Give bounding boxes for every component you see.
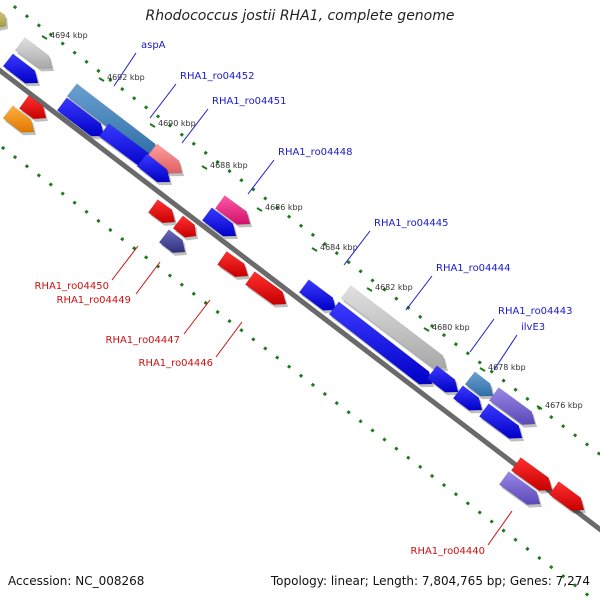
genome-summary-text: Topology: linear; Length: 7,804,765 bp; … — [270, 574, 590, 588]
track-inner-reverse — [0, 143, 597, 600]
label-leader-line — [215, 321, 243, 358]
gene-label-forward[interactable]: RHA1_ro04452 — [180, 71, 255, 82]
gene-ro04449-arrow[interactable] — [158, 229, 186, 254]
genome-backbone — [0, 67, 600, 533]
gene-ro04446-arrow[interactable] — [244, 271, 287, 305]
gene-ro04440-red1-arrow[interactable] — [510, 457, 553, 491]
gene-label-forward[interactable]: RHA1_ro04444 — [436, 263, 511, 274]
gene-blue-r3-arrow[interactable] — [478, 403, 523, 439]
gene-blue-mid-arrow[interactable] — [201, 207, 237, 237]
genome-title: Rhodococcus jostii RHA1, complete genome — [145, 8, 455, 24]
gene-label-forward[interactable]: aspA — [141, 40, 166, 51]
ruler-tick-label: 4678 kbp — [488, 363, 526, 372]
ruler-tick-label: 4686 kbp — [265, 203, 303, 212]
gene-label-reverse[interactable]: RHA1_ro04446 — [139, 358, 214, 369]
gene-ro04448-arrow[interactable] — [214, 195, 251, 225]
ruler-tick — [311, 247, 318, 252]
gene-ro04440-red2-arrow[interactable] — [548, 481, 585, 511]
label-leader-line — [469, 318, 495, 353]
gene-label-reverse[interactable]: RHA1_ro04447 — [106, 335, 181, 346]
gene-features — [0, 8, 586, 514]
label-leader-line — [149, 83, 177, 119]
gene-ro04452-blue-arrow[interactable] — [56, 97, 105, 137]
label-leader-line — [493, 334, 518, 371]
gene-label-forward[interactable]: RHA1_ro04448 — [278, 147, 353, 158]
label-leader-line — [487, 510, 513, 546]
label-leader-line — [183, 299, 211, 335]
gene-label-forward[interactable]: RHA1_ro04451 — [212, 96, 287, 107]
gene-orange-arrow[interactable] — [2, 105, 35, 133]
ruler-tick-label: 4694 kbp — [50, 31, 88, 40]
gene-red-topleft-arrow[interactable] — [18, 95, 47, 120]
ruler: 4694 kbp 4692 kbp 4690 kbp 4688 kbp 4686 kbp… — [41, 31, 583, 410]
gene-label-forward[interactable]: RHA1_ro04443 — [498, 306, 573, 317]
ruler-tick-label: 4688 kbp — [210, 161, 248, 170]
ruler-tick — [536, 405, 543, 410]
gene-ro04444-arrow[interactable] — [340, 285, 447, 369]
gene-ilvE3-arrow[interactable] — [488, 387, 536, 425]
gene-label-reverse[interactable]: RHA1_ro04440 — [411, 546, 486, 557]
accession-text: Accession: NC_008268 — [8, 574, 145, 588]
gene-ro04449-red-arrow[interactable] — [172, 215, 197, 238]
gene-ro04443-arrow[interactable] — [464, 371, 494, 397]
ruler-tick-label: 4692 kbp — [107, 73, 145, 82]
gene-ro04447-arrow[interactable] — [217, 251, 249, 278]
ruler-tick — [201, 165, 208, 170]
label-leader-line — [405, 275, 433, 311]
gene-ro04445-arrow[interactable] — [298, 279, 337, 311]
gene-ro04450-arrow[interactable] — [147, 199, 176, 224]
gene-ro04448-blue-arrow[interactable] — [136, 153, 171, 183]
gene-label-reverse[interactable]: RHA1_ro04450 — [35, 281, 110, 292]
ruler-tick — [149, 123, 156, 128]
ruler-tick-label: 4680 kbp — [432, 323, 470, 332]
gene-ro04440-arrow[interactable] — [498, 471, 541, 505]
gene-label-forward[interactable]: RHA1_ro04445 — [374, 218, 449, 229]
ruler-tick — [479, 367, 486, 372]
gene-blue-r1-arrow[interactable] — [426, 365, 459, 393]
ruler-tick-label: 4684 kbp — [320, 243, 358, 252]
gene-label-reverse[interactable]: RHA1_ro04449 — [57, 295, 132, 306]
label-leader-line — [181, 108, 209, 144]
ruler-tick — [98, 77, 105, 82]
ruler-tick — [423, 327, 430, 332]
gene-blue-r2-arrow[interactable] — [452, 385, 483, 411]
track-outer-forward — [3, 0, 600, 457]
gene-label-forward[interactable]: ilvE3 — [521, 322, 545, 333]
ruler-tick-label: 4676 kbp — [545, 401, 583, 410]
ruler-tick — [366, 287, 373, 292]
ruler-tick — [41, 35, 48, 40]
label-leader-line — [135, 261, 161, 295]
ruler-tick-label: 4690 kbp — [158, 119, 196, 128]
gene-labels: aspA RHA1_ro04452RHA1_ro04451RHA1_ro04448… — [35, 40, 573, 557]
label-leader-line — [113, 52, 137, 87]
label-leader-line — [247, 159, 275, 195]
ruler-tick — [256, 207, 263, 212]
gene-blue-left-arrow[interactable] — [2, 53, 39, 84]
gene-top-olive-arrow[interactable] — [0, 8, 7, 29]
ruler-tick-label: 4682 kbp — [375, 283, 413, 292]
label-leader-line — [343, 230, 371, 266]
label-leader-line — [111, 245, 139, 281]
gene-aspA-gray-arrow[interactable] — [14, 37, 53, 69]
